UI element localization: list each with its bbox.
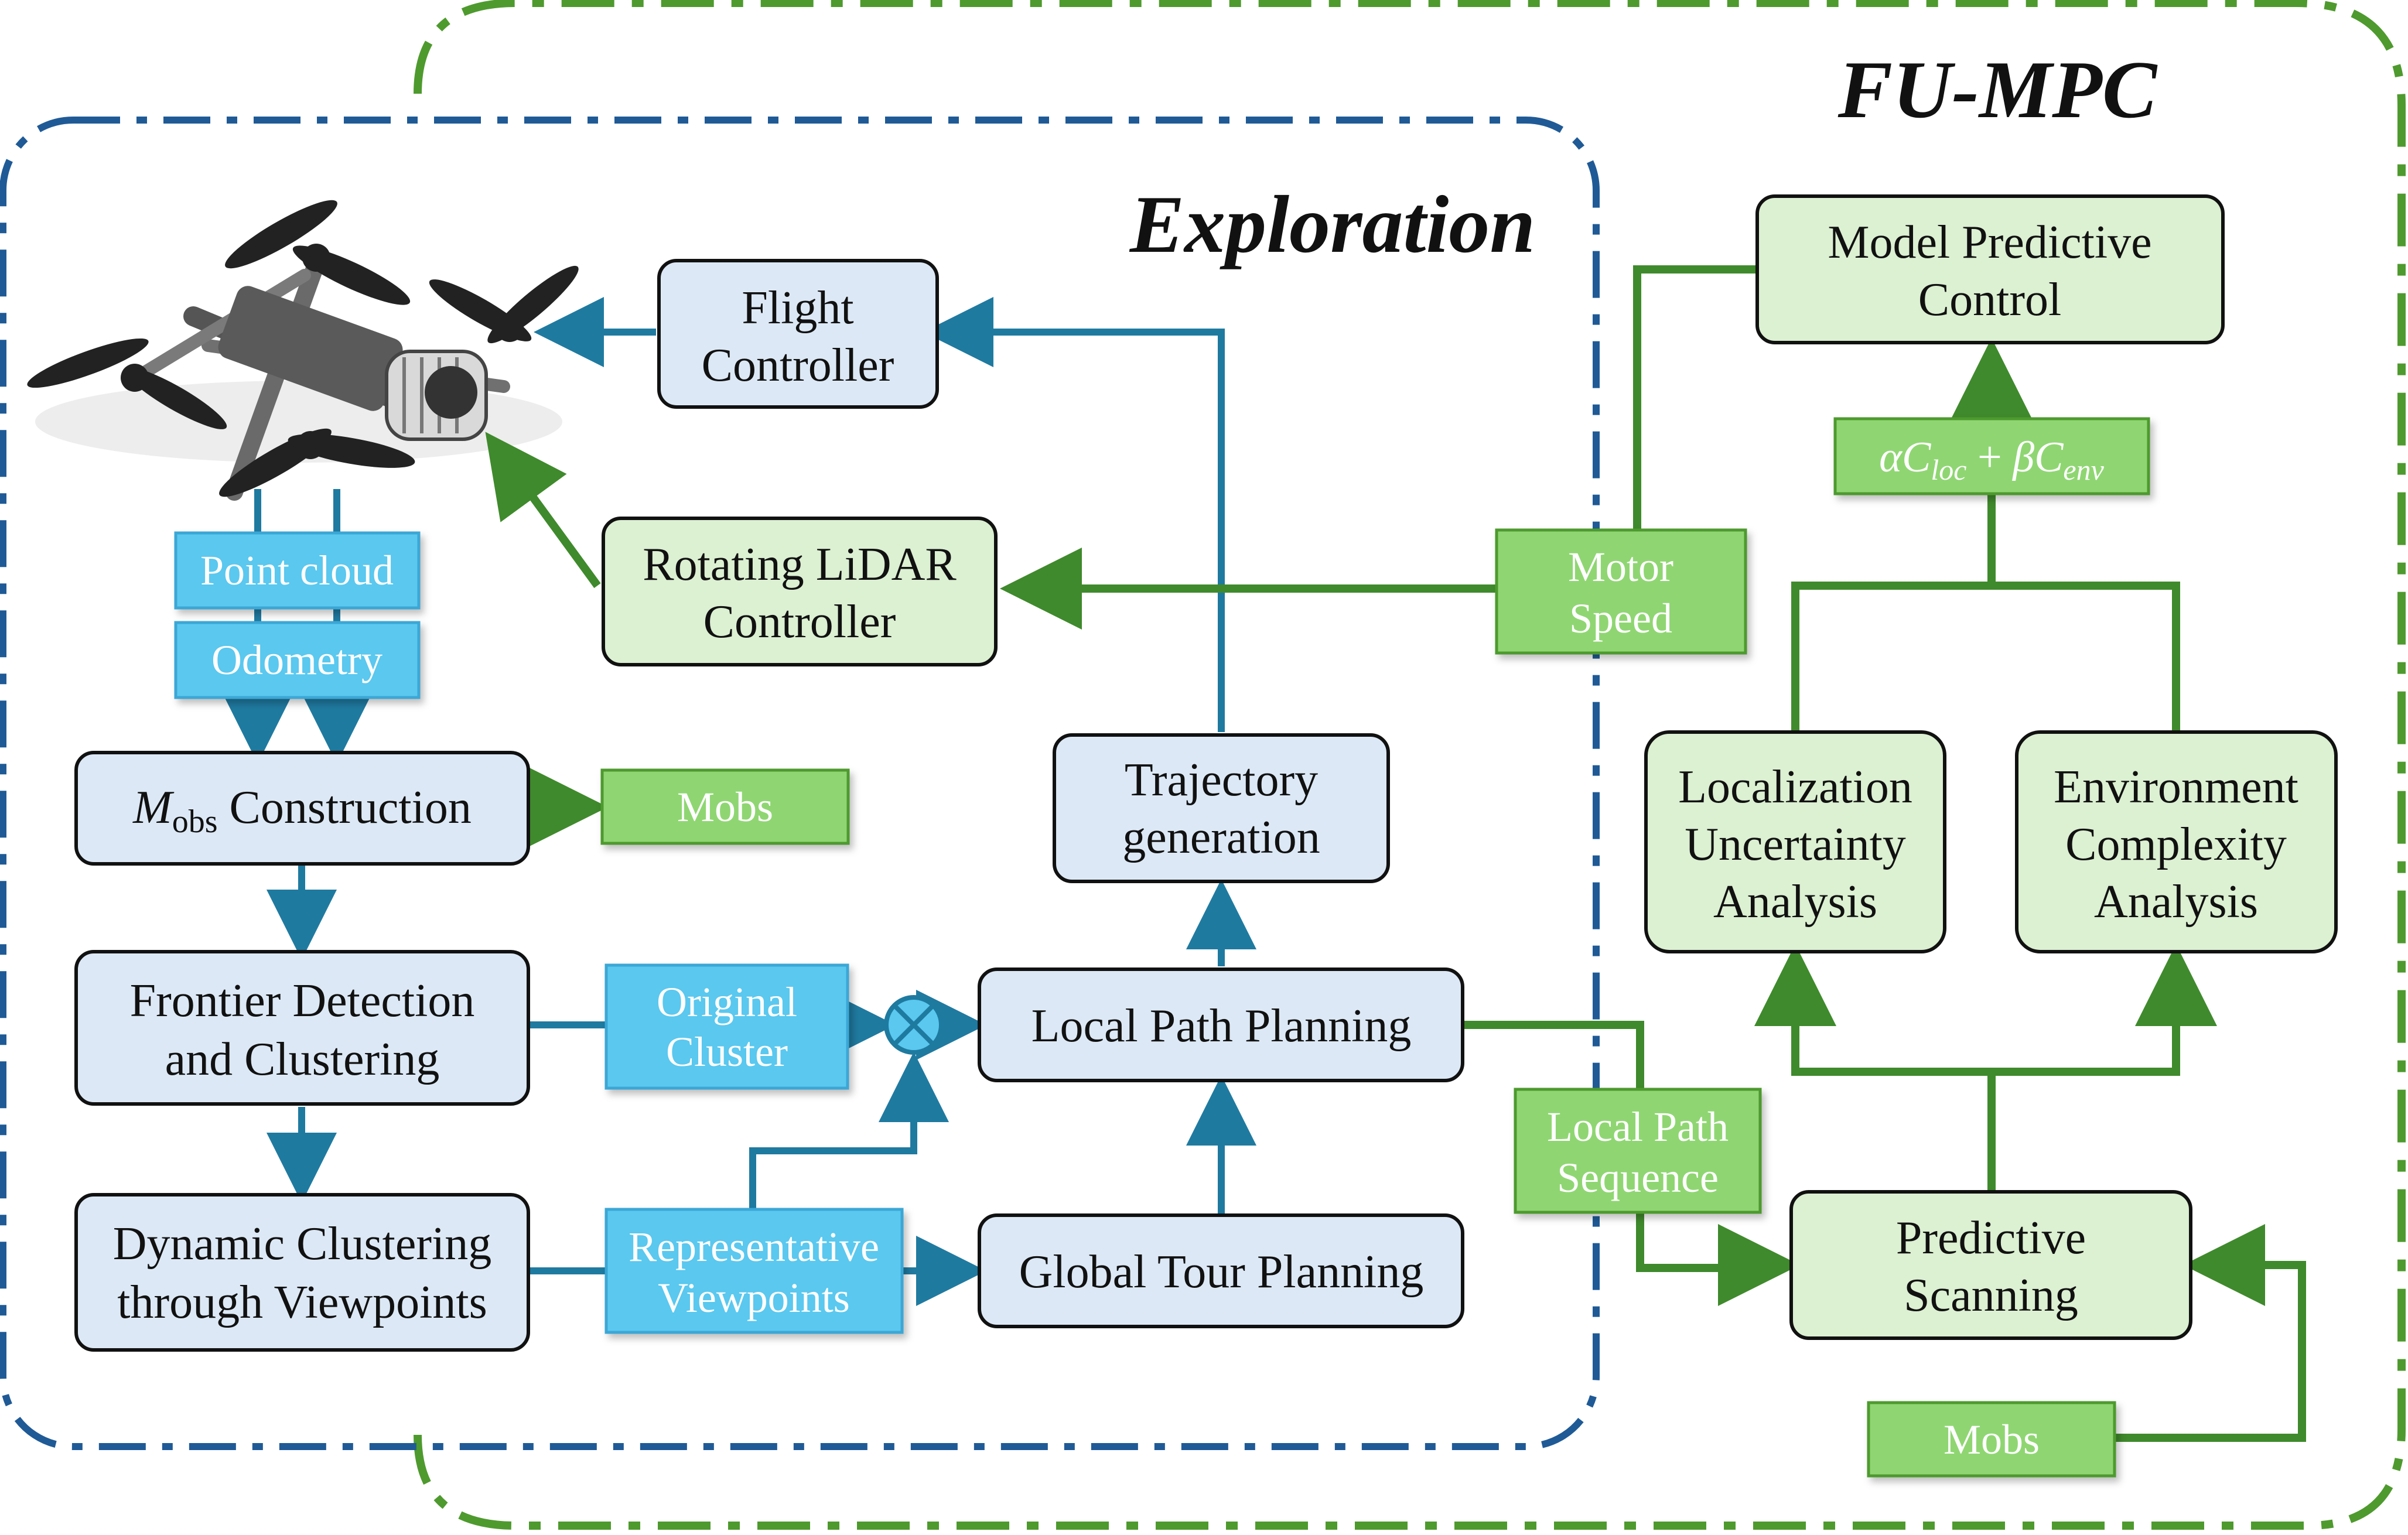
fumpc-title: FU-MPC xyxy=(1837,45,2158,135)
summing-junction-icon xyxy=(884,995,944,1055)
dynamic-clustering-node: Dynamic Clustering through Viewpoints xyxy=(74,1193,530,1352)
local-path-to-predictive-scanning-arrow xyxy=(1464,1021,1800,1306)
cost-loc-subscript: loc xyxy=(1931,453,1966,486)
local-path-sequence-label-line2: Sequence xyxy=(1557,1154,1719,1201)
scanning-to-environment-arrow xyxy=(1992,944,2217,1076)
cost-formula-label: αCloc + βCenv xyxy=(1879,433,2104,486)
motor-speed-label-line2: Speed xyxy=(1569,595,1672,642)
exploration-region-border xyxy=(0,117,1600,1450)
mobs-input-tag-label: Mobs xyxy=(1944,1416,2040,1463)
cost-env-subscript: env xyxy=(2063,453,2104,486)
predictive-scanning-label-line2: Scanning xyxy=(1904,1270,2078,1321)
mpc-label-line2: Control xyxy=(1918,274,2061,326)
mobs-construction-label: Mobs Construction xyxy=(132,782,472,840)
localization-label-line3: Analysis xyxy=(1713,876,1877,928)
mobs-output-tag: Mobs xyxy=(600,768,850,845)
fumpc-connectors xyxy=(485,265,2306,1442)
flight-controller-node: Flight Controller xyxy=(657,259,939,409)
scanning-to-localization-arrow xyxy=(1754,944,1992,1076)
odometry-tag-label: Odometry xyxy=(211,637,382,683)
original-cluster-tag: Original Cluster xyxy=(604,963,849,1090)
frontier-detection-node: Frontier Detection and Clustering xyxy=(74,950,530,1106)
cost-formula-tag: αCloc + βCenv xyxy=(1833,417,2150,495)
mpc-to-lidar-controller-arrow xyxy=(1000,265,1757,630)
representative-viewpoints-tag: Representative Viewpoints xyxy=(604,1208,904,1334)
quadrotor-drone-icon xyxy=(27,200,579,501)
representative-viewpoints-label-line2: Viewpoints xyxy=(658,1274,850,1321)
localization-uncertainty-node: Localization Uncertainty Analysis xyxy=(1644,730,1946,953)
predictive-scanning-node: Predictive Scanning xyxy=(1789,1190,2192,1340)
predictive-scanning-label-line1: Predictive xyxy=(1896,1212,2086,1264)
model-predictive-control-node: Model Predictive Control xyxy=(1755,194,2225,344)
mobs-output-tag-label: Mobs xyxy=(677,784,773,830)
lidar-controller-to-drone-arrow xyxy=(485,432,601,589)
local-path-planning-node: Local Path Planning xyxy=(978,968,1464,1082)
trajectory-generation-label-line1: Trajectory xyxy=(1125,754,1318,806)
motor-speed-label-line1: Motor xyxy=(1568,543,1673,590)
cost-c-env: C xyxy=(2034,433,2064,481)
environment-complexity-node: Environment Complexity Analysis xyxy=(2015,730,2338,953)
mobs-space xyxy=(218,782,230,833)
odometry-tag: Odometry xyxy=(174,621,421,699)
local-path-planning-label: Local Path Planning xyxy=(1031,1000,1412,1052)
global-tour-planning-node: Global Tour Planning xyxy=(978,1213,1464,1328)
exploration-title: Exploration xyxy=(1129,179,1535,270)
flight-controller-label-line1: Flight xyxy=(742,282,853,334)
point-cloud-tag-label: Point cloud xyxy=(200,547,394,594)
flight-controller-label-line2: Controller xyxy=(702,340,894,391)
frontier-detection-label-line1: Frontier Detection xyxy=(130,975,475,1027)
point-cloud-tag: Point cloud xyxy=(174,531,421,610)
viewpoints-to-junction-arrow xyxy=(749,1052,949,1209)
original-cluster-label-line1: Original xyxy=(657,979,797,1025)
mpc-label-line1: Model Predictive xyxy=(1828,217,2151,268)
representative-viewpoints-label-line1: Representative xyxy=(629,1223,879,1270)
localization-label-line1: Localization xyxy=(1678,761,1912,813)
rotating-lidar-label-line1: Rotating LiDAR xyxy=(643,539,957,590)
environment-label-line2: Complexity xyxy=(2065,819,2287,870)
local-path-sequence-tag: Local Path Sequence xyxy=(1514,1088,1762,1214)
local-path-sequence-label-line1: Local Path xyxy=(1547,1103,1729,1150)
motor-speed-tag: Motor Speed xyxy=(1495,528,1747,655)
rotating-lidar-label-line2: Controller xyxy=(703,596,896,648)
dynamic-clustering-label-line1: Dynamic Clustering xyxy=(113,1218,492,1270)
cost-c-loc: C xyxy=(1902,433,1932,481)
original-cluster-label-line2: Cluster xyxy=(666,1028,788,1075)
mobs-subscript: obs xyxy=(172,804,218,840)
fumpc-region-border xyxy=(414,0,2406,1530)
environment-label-line1: Environment xyxy=(2054,761,2298,813)
cost-beta: β xyxy=(2011,433,2034,481)
mobs-input-tag: Mobs xyxy=(1867,1401,2116,1478)
rotating-lidar-controller-node: Rotating LiDAR Controller xyxy=(602,517,998,666)
mobs-text: Construction xyxy=(230,782,472,833)
mobs-construction-node: Mobs Construction xyxy=(74,751,530,866)
mobs-to-predictive-scanning-arrow xyxy=(2115,1224,2306,1442)
cost-plus: + xyxy=(1966,433,2013,481)
analysis-to-cost-link xyxy=(1791,582,2180,732)
localization-label-line2: Uncertainty xyxy=(1685,819,1906,870)
environment-label-line3: Analysis xyxy=(2094,876,2258,928)
trajectory-to-flight-controller-arrow xyxy=(923,297,1225,732)
trajectory-generation-node: Trajectory generation xyxy=(1053,733,1390,883)
mobs-symbol: M xyxy=(132,782,175,833)
frontier-detection-label-line2: and Clustering xyxy=(165,1034,440,1085)
global-tour-planning-label: Global Tour Planning xyxy=(1019,1246,1424,1298)
trajectory-generation-label-line2: generation xyxy=(1122,812,1320,863)
cost-alpha: α xyxy=(1879,433,1903,481)
dynamic-clustering-label-line2: through Viewpoints xyxy=(117,1277,487,1328)
